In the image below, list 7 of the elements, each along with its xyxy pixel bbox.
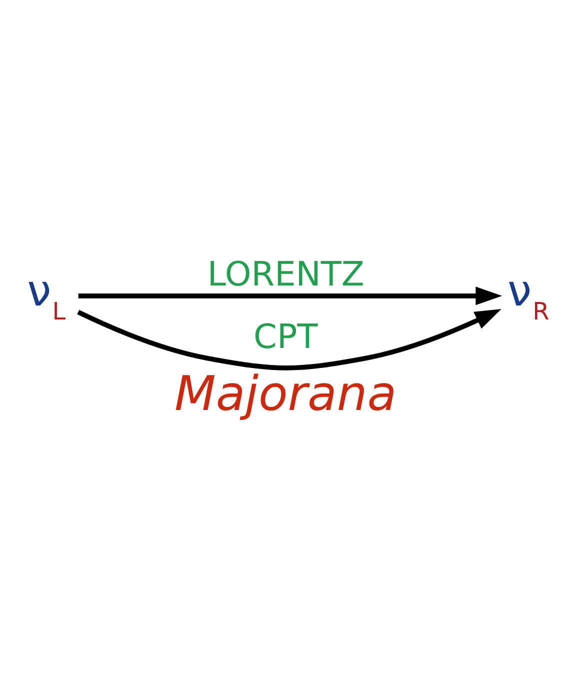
node-text: ν$_{L}$ <box>27 266 66 326</box>
edge-label: LORENTZ <box>207 254 364 294</box>
node-text: ν$_{R}$ <box>508 266 550 326</box>
arrow <box>78 286 502 306</box>
edge-label: CPT <box>254 316 318 356</box>
arrow <box>77 308 502 370</box>
caption: Majorana <box>174 366 397 422</box>
